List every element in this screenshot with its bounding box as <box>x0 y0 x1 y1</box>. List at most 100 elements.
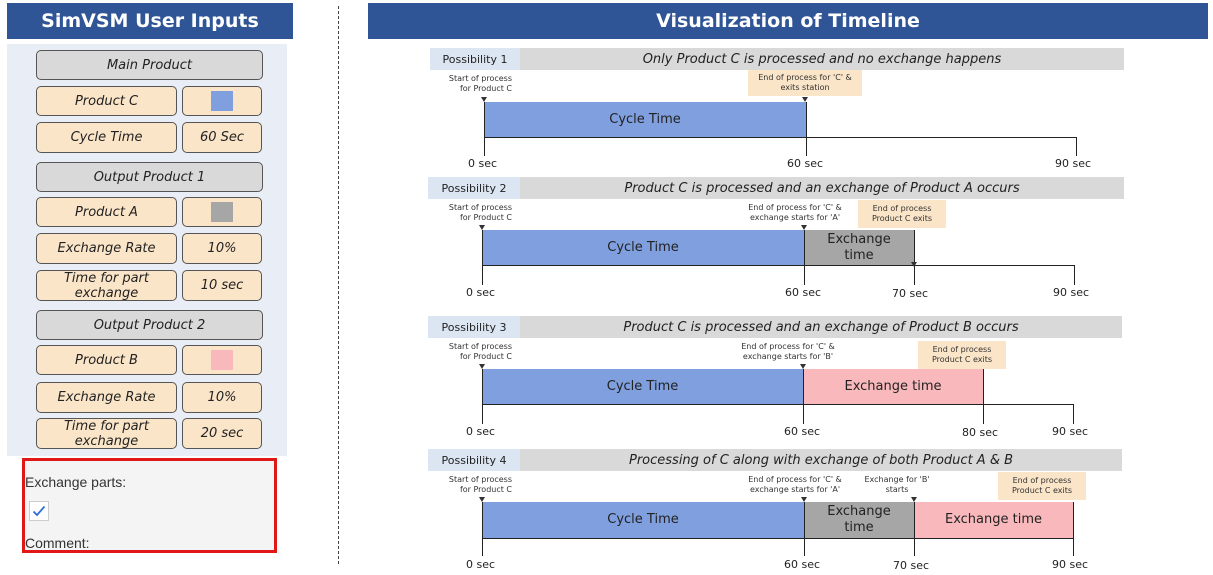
p3-end-note: End of process Product C exits <box>918 341 1006 369</box>
p1-label-90: 90 sec <box>1055 157 1092 170</box>
p1-end-note: End of process for 'C' & exits station <box>748 70 862 96</box>
timeline-title: Visualization of Timeline <box>656 10 920 32</box>
p3-start-note: Start of process for Product C <box>448 342 512 361</box>
p1-label-0: 0 sec <box>468 157 498 170</box>
possibility-1-tag: Possibility 1 <box>430 48 520 70</box>
output-product-1-header: Output Product 1 <box>36 162 263 192</box>
p4-label-70: 70 sec <box>893 559 930 572</box>
possibility-4-description: Processing of C along with exchange of b… <box>520 449 1122 471</box>
possibility-3-tag: Possibility 3 <box>428 316 520 338</box>
product-b-color-swatch <box>211 350 233 370</box>
p1-label-60: 60 sec <box>787 157 824 170</box>
p2-start-note: Start of process for Product C <box>448 203 512 222</box>
p3-tick-0 <box>482 369 483 424</box>
checkmark-icon <box>32 505 46 517</box>
p2-start-arrow <box>479 225 485 230</box>
product-c-color-swatch <box>211 91 233 111</box>
p2-cycle-segment: Cycle Time <box>482 230 804 265</box>
p2-tick-0 <box>482 230 483 285</box>
p1-tick-90 <box>1076 137 1077 156</box>
panel-divider <box>338 6 339 564</box>
p4-mid2-note: Exchange for 'B' starts <box>864 475 930 494</box>
p2-label-60: 60 sec <box>785 286 822 299</box>
p2-end-note: End of process Product C exits <box>858 200 946 228</box>
p3-tick-60 <box>803 369 804 424</box>
p3-exchange-segment: Exchange time <box>803 369 983 404</box>
p2-label-70: 70 sec <box>892 287 929 300</box>
p4-mid-note: End of process for 'C' & exchange starts… <box>748 475 842 494</box>
p3-tick-80 <box>983 369 984 424</box>
exchange-time-a-label: Time for part exchange <box>36 270 177 301</box>
p1-start-arrow <box>481 97 487 102</box>
p4-start-arrow <box>479 497 485 502</box>
p4-tick-0 <box>482 502 483 556</box>
p4-mid-arrow <box>801 497 807 502</box>
p4-tick-90 <box>1073 502 1074 556</box>
cycle-time-input[interactable]: 60 Sec <box>182 122 262 153</box>
possibility-1-description: Only Product C is processed and no excha… <box>520 48 1124 70</box>
p3-axis <box>482 404 1073 405</box>
exchange-form: Exchange parts: Comment: <box>22 458 277 553</box>
exchange-rate-a-input[interactable]: 10% <box>182 233 262 264</box>
p4-tick-70 <box>914 502 915 556</box>
p4-exchange-b-segment: Exchange time <box>914 502 1073 538</box>
p3-cycle-segment: Cycle Time <box>482 369 803 404</box>
p1-axis <box>484 137 1076 138</box>
product-a-label: Product A <box>36 197 177 227</box>
user-inputs-title: SimVSM User Inputs <box>41 10 259 32</box>
p2-exchange-segment: Exchange time <box>804 230 914 265</box>
p1-start-note: Start of process for Product C <box>448 74 512 93</box>
cycle-time-label: Cycle Time <box>36 122 177 153</box>
possibility-2-description: Product C is processed and an exchange o… <box>520 177 1124 199</box>
p2-mid-note: End of process for 'C' & exchange starts… <box>748 203 842 222</box>
p1-end-arrow <box>802 97 808 102</box>
possibility-3-description: Product C is processed and an exchange o… <box>520 316 1122 338</box>
p4-label-60: 60 sec <box>784 558 821 571</box>
possibility-2-tag: Possibility 2 <box>428 177 520 199</box>
product-b-label: Product B <box>36 345 177 375</box>
p3-mid-arrow <box>800 364 806 369</box>
p3-label-0: 0 sec <box>466 425 496 438</box>
user-inputs-header: SimVSM User Inputs <box>7 3 293 39</box>
product-b-color-field[interactable] <box>182 345 262 375</box>
exchange-time-b-input[interactable]: 20 sec <box>182 418 262 449</box>
exchange-rate-b-label: Exchange Rate <box>36 382 177 413</box>
exchange-time-a-input[interactable]: 10 sec <box>182 270 262 301</box>
timeline-header: Visualization of Timeline <box>368 3 1208 39</box>
p4-exchange-a-segment: Exchange time <box>804 502 914 538</box>
p4-mid2-arrow <box>911 497 917 502</box>
p4-end-note: End of process Product C exits <box>998 472 1086 500</box>
product-a-color-field[interactable] <box>182 197 262 227</box>
p2-tick-60 <box>804 230 805 285</box>
p2-axis <box>482 265 1074 266</box>
p2-label-90: 90 sec <box>1053 286 1090 299</box>
p3-label-80: 80 sec <box>962 426 999 439</box>
comment-label: Comment: <box>25 535 90 551</box>
main-product-header: Main Product <box>36 50 263 80</box>
p1-tick-0 <box>484 102 485 156</box>
p2-tick-70 <box>914 230 915 285</box>
product-c-label: Product C <box>36 86 177 116</box>
exchange-parts-label: Exchange parts: <box>25 474 127 490</box>
p3-start-arrow <box>479 364 485 369</box>
p1-cycle-segment: Cycle Time <box>484 102 806 137</box>
p3-tick-90 <box>1073 404 1074 424</box>
p3-label-60: 60 sec <box>784 425 821 438</box>
p4-axis <box>482 538 1073 539</box>
exchange-parts-checkbox[interactable] <box>29 501 49 521</box>
p4-start-note: Start of process for Product C <box>448 475 512 494</box>
p2-label-0: 0 sec <box>466 286 496 299</box>
exchange-rate-b-input[interactable]: 10% <box>182 382 262 413</box>
possibility-4-tag: Possibility 4 <box>428 449 520 471</box>
p4-cycle-segment: Cycle Time <box>482 502 804 538</box>
output-product-2-header: Output Product 2 <box>36 310 263 340</box>
p2-tick-90 <box>1074 265 1075 285</box>
p3-label-90: 90 sec <box>1052 425 1089 438</box>
product-c-color-field[interactable] <box>182 86 262 116</box>
p4-tick-60 <box>804 502 805 556</box>
p3-mid-note: End of process for 'C' & exchange starts… <box>741 342 835 361</box>
p2-end-arrow <box>911 262 917 267</box>
p4-label-90: 90 sec <box>1052 558 1089 571</box>
p1-tick-60 <box>806 102 807 156</box>
exchange-time-b-label: Time for part exchange <box>36 418 177 449</box>
